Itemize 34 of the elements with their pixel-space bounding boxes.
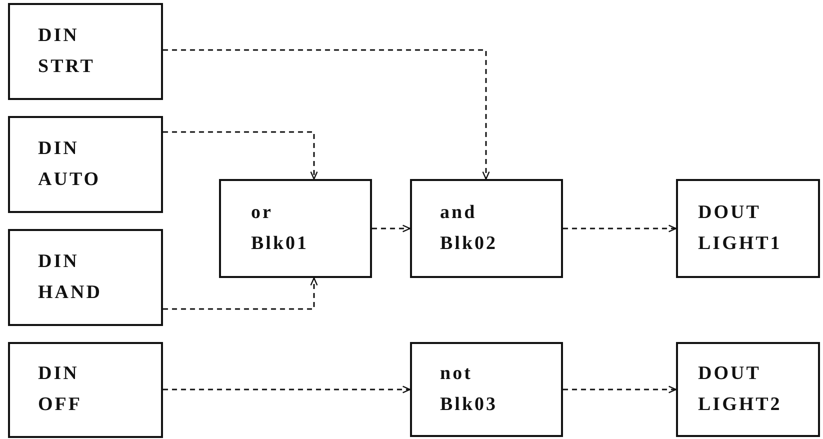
block-label: LIGHT2 (698, 394, 783, 416)
block-label: LIGHT1 (698, 234, 783, 254)
block-label: Blk03 (440, 394, 499, 416)
block-label: DOUT (698, 364, 762, 384)
block-box (8, 3, 163, 100)
block-label: DIN (38, 138, 80, 160)
block-label: DIN (38, 26, 80, 46)
block-box (8, 116, 163, 213)
block-label: or (251, 202, 274, 224)
arrow (163, 131, 318, 180)
block-label: HAND (38, 282, 103, 304)
block-label: DOUT (698, 202, 762, 224)
arrow (163, 386, 411, 394)
block-label: AUTO (38, 170, 102, 190)
block-label: Blk02 (440, 234, 499, 254)
block-label: STRT (38, 56, 96, 78)
block-box (410, 342, 563, 437)
block-box (410, 179, 563, 278)
block-label: DIN (38, 252, 80, 272)
block-label: Blk01 (251, 234, 310, 254)
arrow (163, 277, 318, 310)
block-label: DIN (38, 364, 80, 385)
arrow (563, 224, 677, 232)
block-label: and (440, 202, 478, 224)
block-box (8, 229, 163, 326)
arrow (372, 224, 411, 232)
block-box (8, 342, 163, 438)
arrow (163, 49, 490, 180)
block-label: not (440, 364, 474, 384)
block-box (676, 179, 820, 278)
block-label: OFF (38, 395, 83, 416)
block-box (219, 179, 372, 278)
arrow (563, 386, 677, 394)
block-box (676, 342, 820, 437)
